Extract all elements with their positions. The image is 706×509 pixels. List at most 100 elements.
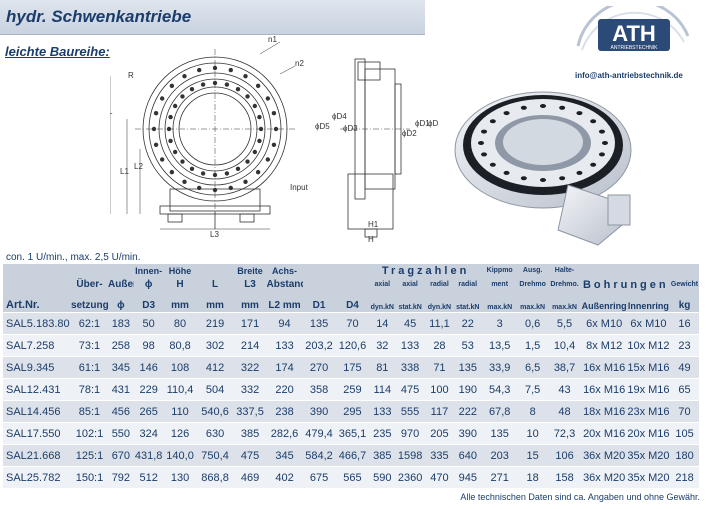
hdr-drehmo2: Drehmo. bbox=[547, 277, 582, 292]
bolt-hole bbox=[489, 119, 496, 124]
table-cell: 337,5 bbox=[233, 400, 267, 423]
bolt-hole bbox=[576, 111, 583, 116]
table-cell: 555 bbox=[395, 400, 426, 423]
table-cell: 35x M20 bbox=[626, 466, 671, 488]
table-cell: 235 bbox=[369, 422, 396, 445]
hdr-achs: Achs- bbox=[266, 264, 303, 277]
bolt-hole bbox=[520, 105, 527, 110]
hdr-d4: D4 bbox=[335, 292, 370, 313]
bolt-hole bbox=[153, 142, 159, 147]
hdr-mm2: mm bbox=[196, 292, 234, 313]
bolt-hole bbox=[228, 67, 233, 73]
bolt-hole bbox=[159, 96, 165, 101]
table-cell: 469 bbox=[233, 466, 267, 488]
table-cell: 175 bbox=[335, 356, 370, 379]
table-cell: 412 bbox=[196, 356, 234, 379]
table-cell: 114 bbox=[369, 378, 396, 401]
hdr-breite: Breite bbox=[233, 264, 267, 277]
table-cell: 792 bbox=[108, 466, 134, 488]
table-cell: 338 bbox=[395, 356, 426, 379]
table-cell: 20x M16 bbox=[626, 422, 671, 445]
bolt-hole bbox=[503, 111, 510, 116]
hdr-kg: kg bbox=[670, 292, 699, 313]
table-cell: 670 bbox=[108, 444, 134, 467]
table-cell: 475 bbox=[233, 444, 267, 467]
bolt-hole bbox=[602, 141, 608, 145]
bolt-hole bbox=[200, 82, 206, 87]
table-cell: 8 bbox=[517, 400, 548, 423]
article-number-cell: SAL12.431 bbox=[3, 378, 71, 401]
label-d1: ϕD1 bbox=[415, 119, 430, 128]
article-number-cell: SAL17.550 bbox=[3, 422, 71, 445]
table-cell: 190 bbox=[453, 378, 482, 401]
table-cell: 15 bbox=[517, 444, 548, 467]
table-cell: 282,6 bbox=[266, 422, 303, 445]
email-link[interactable]: info@ath-antriebstechnik.de bbox=[575, 71, 683, 80]
series-subtitle: leichte Baureihe: bbox=[5, 44, 110, 59]
label-d5: ϕD5 bbox=[315, 122, 330, 131]
hdr-halte: Halte- bbox=[547, 264, 582, 277]
label-l2: L2 bbox=[134, 162, 143, 171]
bolt-hole bbox=[265, 96, 271, 101]
table-cell: 3 bbox=[481, 312, 518, 335]
hdr-stat2: stat.kN bbox=[453, 292, 482, 313]
bolt-hole bbox=[169, 83, 175, 89]
table-cell: 8x M12 bbox=[581, 334, 627, 357]
table-cell: 45 bbox=[395, 312, 426, 335]
table-cell: 584,2 bbox=[302, 444, 336, 467]
table-cell: 0,6 bbox=[517, 312, 548, 335]
bolt-hole bbox=[255, 169, 261, 175]
table-cell: 390 bbox=[453, 422, 482, 445]
table-cell: 174 bbox=[266, 356, 303, 379]
table-cell: 259 bbox=[335, 378, 370, 401]
hdr-phi2: ϕ bbox=[108, 292, 134, 313]
side-view bbox=[340, 58, 410, 238]
article-number-cell: SAL5.183.80 bbox=[3, 312, 71, 335]
bolt-hole bbox=[245, 94, 250, 99]
label-l1: L1 bbox=[120, 167, 129, 176]
hdr-ausg: Ausg. bbox=[517, 264, 548, 277]
table-cell: 80,8 bbox=[163, 334, 197, 357]
bolt-hole bbox=[271, 142, 277, 147]
table-cell: 18 bbox=[517, 466, 548, 488]
table-cell: 6x M10 bbox=[581, 312, 627, 335]
table-cell: 238 bbox=[266, 400, 303, 423]
table-cell: 479,4 bbox=[302, 422, 336, 445]
table-cell: 6x M10 bbox=[626, 312, 671, 335]
table-cell: 2360 bbox=[395, 466, 426, 488]
table-cell: 10,4 bbox=[547, 334, 582, 357]
table-cell: 322 bbox=[233, 356, 267, 379]
bolt-hole bbox=[153, 111, 159, 116]
front-dimensions bbox=[110, 41, 296, 230]
table-cell: 550 bbox=[108, 422, 134, 445]
table-cell: 53 bbox=[453, 334, 482, 357]
bolt-hole bbox=[265, 157, 271, 162]
table-cell: 229 bbox=[133, 378, 164, 401]
hdr-kippmo: Kippmo bbox=[481, 264, 518, 277]
table-cell: 35x M20 bbox=[626, 444, 671, 467]
table-cell: 271 bbox=[481, 466, 518, 488]
title-bar: hydr. Schwenkantriebe bbox=[0, 0, 425, 35]
hdr-hoehe: Höhe bbox=[163, 264, 197, 277]
table-cell: 54,3 bbox=[481, 378, 518, 401]
table-cell: 62:1 bbox=[70, 312, 108, 335]
table-cell: 345 bbox=[108, 356, 134, 379]
table-cell: 945 bbox=[453, 466, 482, 488]
table-cell: 72,3 bbox=[547, 422, 582, 445]
hdr-radial1: radial bbox=[425, 277, 454, 292]
hdr-l2mm: L2 mm bbox=[266, 292, 303, 313]
bolt-hole bbox=[481, 129, 488, 134]
table-cell: 466,7 bbox=[335, 444, 370, 467]
table-cell: 16x M16 bbox=[581, 378, 627, 401]
table-cell: 171 bbox=[233, 312, 267, 335]
hdr-ment: ment bbox=[481, 277, 518, 292]
front-view bbox=[135, 49, 295, 229]
table-cell: 345 bbox=[266, 444, 303, 467]
table-cell: 133 bbox=[266, 334, 303, 357]
article-number-cell: SAL14.456 bbox=[3, 400, 71, 423]
table-cell: 14 bbox=[369, 312, 396, 335]
